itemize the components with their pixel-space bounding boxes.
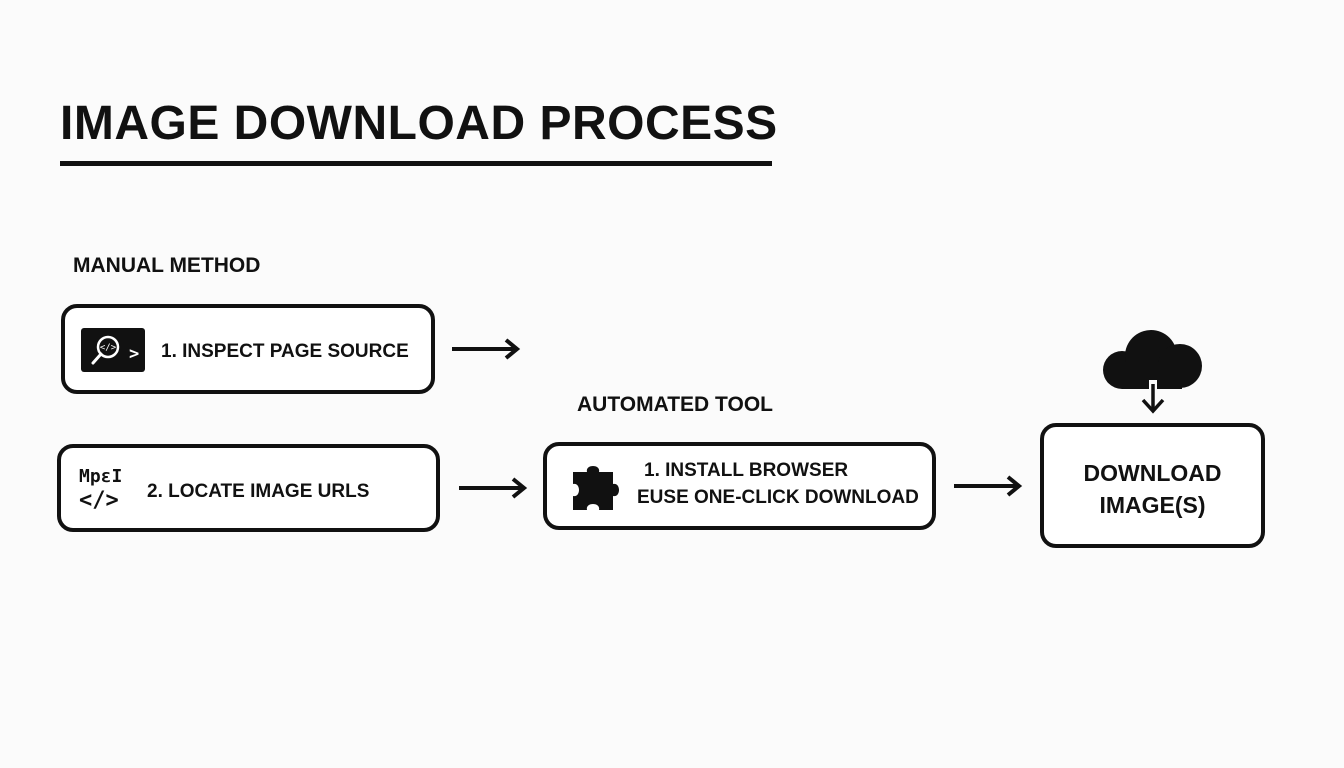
manual-method-label: MANUAL METHOD bbox=[73, 254, 261, 277]
svg-text:</>: </> bbox=[100, 343, 117, 353]
page-title: IMAGE DOWNLOAD PROCESS bbox=[60, 97, 778, 150]
title-underline bbox=[60, 161, 772, 166]
svg-text:>: > bbox=[129, 344, 139, 364]
images-text: IMAGE(S) bbox=[1099, 492, 1206, 518]
cloud-download-icon bbox=[1103, 330, 1202, 414]
puzzle-piece-icon bbox=[573, 466, 619, 510]
locate-image-urls-box: MpɛI </> 2. LOCATE IMAGE URLS bbox=[57, 444, 440, 532]
inspect-page-source-text: 1. INSPECT PAGE SOURCE bbox=[161, 341, 409, 362]
code-tag-icon-label: MpɛI bbox=[79, 466, 123, 487]
arrow-step2 bbox=[459, 477, 528, 499]
code-inspect-icon: </> > bbox=[81, 328, 145, 372]
code-tag-icon: </> bbox=[79, 488, 119, 513]
inspect-page-source-box: </> > 1. INSPECT PAGE SOURCE bbox=[61, 304, 435, 394]
one-click-download-text: EUSE ONE-CLICK DOWNLOAD bbox=[637, 487, 919, 508]
locate-image-urls-text: 2. LOCATE IMAGE URLS bbox=[147, 481, 370, 502]
download-images-box: DOWNLOAD IMAGE(S) bbox=[1040, 423, 1265, 548]
automated-tool-label: AUTOMATED TOOL bbox=[577, 393, 773, 416]
arrow-automated bbox=[954, 475, 1023, 497]
install-browser-text: 1. INSTALL BROWSER bbox=[644, 460, 849, 481]
arrow-step1 bbox=[452, 338, 521, 360]
automated-tool-box: 1. INSTALL BROWSER EUSE ONE-CLICK DOWNLO… bbox=[543, 442, 936, 530]
download-text: DOWNLOAD bbox=[1083, 460, 1222, 486]
